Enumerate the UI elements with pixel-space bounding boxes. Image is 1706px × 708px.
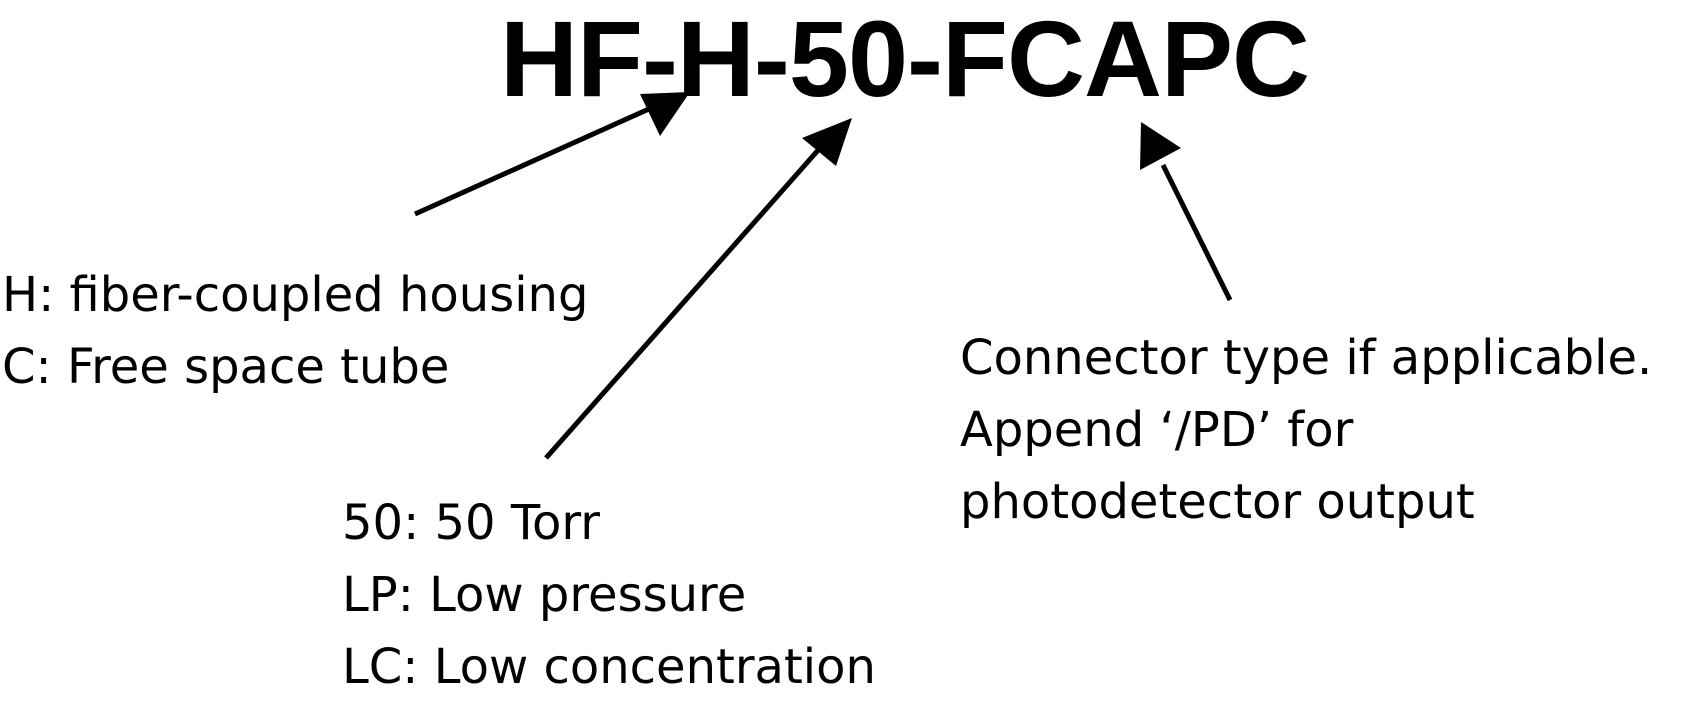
pressure-line-2: LP: Low pressure (342, 567, 747, 623)
arrow-housing (413, 101, 662, 217)
arrowhead-connector (1140, 122, 1181, 170)
connector-line-1: Connector type if applicable. (960, 330, 1653, 386)
housing-line-2: C: Free space tube (2, 339, 450, 395)
connector-line-3: photodetector output (960, 474, 1475, 530)
arrowhead-housing (640, 92, 690, 136)
connector-annotation: Connector type if applicable. Append ‘/P… (960, 322, 1652, 538)
pressure-line-1: 50: 50 Torr (342, 495, 600, 551)
pressure-line-3: LC: Low concentration (342, 639, 876, 695)
arrowhead-pressure (802, 118, 852, 166)
arrow-connector (1160, 163, 1233, 302)
part-number-title: HF-H-50-FCAPC (500, 0, 1310, 119)
housing-annotation: H: fiber-coupled housing C: Free space t… (2, 259, 588, 403)
housing-line-1: H: fiber-coupled housing (2, 267, 589, 323)
pressure-annotation: 50: 50 Torr LP: Low pressure LC: Low con… (342, 487, 876, 703)
arrow-pressure (544, 146, 822, 460)
connector-line-2: Append ‘/PD’ for (960, 402, 1354, 458)
